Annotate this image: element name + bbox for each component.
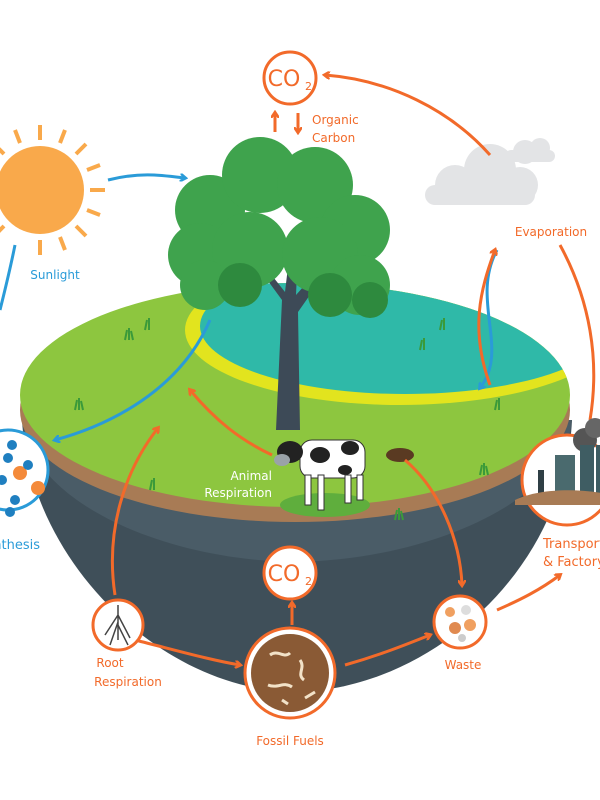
transport-factory-label-2: & Factory <box>543 555 600 570</box>
co2-bottom-subscript: 2 <box>305 575 312 588</box>
fossil-fuels-node <box>243 626 337 720</box>
fossil-fuels-label: Fossil Fuels <box>256 734 324 748</box>
arrows <box>0 75 596 665</box>
cow-icon <box>274 439 370 517</box>
manure-icon <box>386 448 414 462</box>
root-node <box>91 598 145 652</box>
sun-icon <box>0 125 105 255</box>
co2-bottom-node: CO 2 <box>262 545 318 601</box>
co2-top-node: CO 2 <box>262 50 318 106</box>
organic-carbon-label-1: Organic <box>312 113 359 127</box>
cloud-icon <box>425 144 538 205</box>
waste-node <box>432 594 488 650</box>
animal-respiration-label-2: Respiration <box>204 486 272 500</box>
photosynthesis-label: Photosynthesis <box>0 538 40 553</box>
factory-icon <box>515 418 600 505</box>
sunlight-label: Sunlight <box>30 268 80 282</box>
tree-icon <box>168 137 390 430</box>
cloud-icon-small <box>505 138 555 164</box>
co2-top-subscript: 2 <box>305 80 312 93</box>
evaporation-label: Evaporation <box>515 225 587 239</box>
factory-node <box>515 418 600 527</box>
waste-icon <box>445 605 476 642</box>
root-respiration-label-1: Root <box>96 656 123 670</box>
grass-tufts <box>74 318 500 521</box>
fossil-icon <box>267 651 316 706</box>
molecule-icon <box>0 440 45 517</box>
co2-top-label: CO <box>268 67 301 92</box>
transport-factory-label-1: Transport <box>542 537 600 552</box>
root-respiration-label-2: Respiration <box>94 675 162 689</box>
waste-label: Waste <box>445 658 482 672</box>
organic-carbon-label-2: Carbon <box>312 131 355 145</box>
co2-bottom-label: CO <box>268 562 301 587</box>
animal-respiration-label-1: Animal <box>230 469 272 483</box>
root-icon <box>104 605 131 646</box>
photosynthesis-node <box>0 428 50 517</box>
